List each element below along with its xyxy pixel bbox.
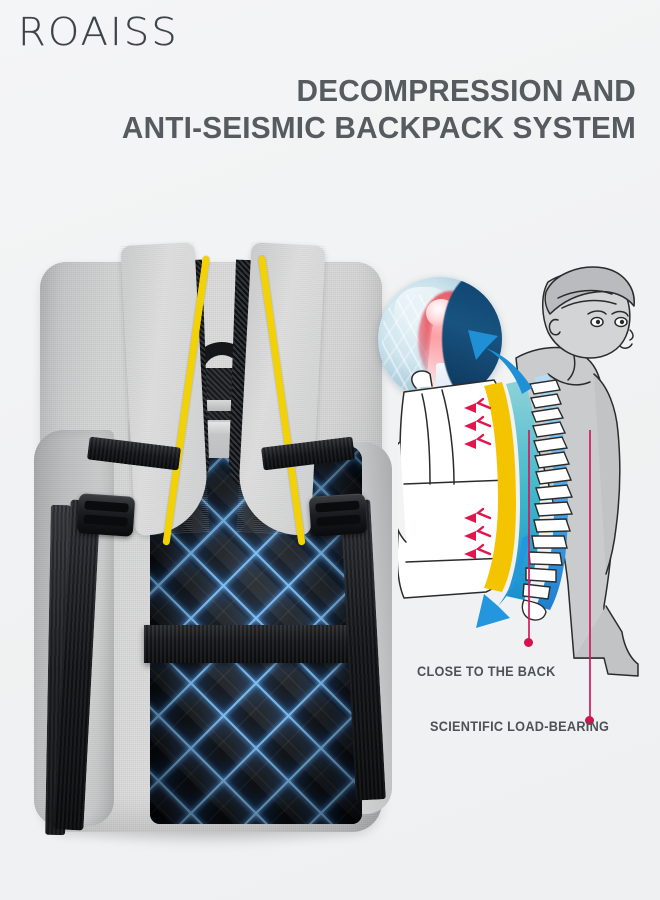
pack-side-pocket	[398, 441, 407, 543]
strap-buckle-left	[76, 493, 136, 537]
arm-outline	[593, 373, 621, 575]
pupil-right	[619, 319, 625, 325]
callout-leader-line-1	[528, 430, 530, 642]
page-title: DECOMPRESSION AND ANTI-SEISMIC BACKPACK …	[60, 72, 636, 146]
backpack-product-image	[32, 242, 392, 860]
handle-base-strip	[178, 400, 266, 411]
mouth-shape	[619, 343, 633, 349]
brow-left	[587, 310, 607, 315]
airflow-arrow-heads	[464, 403, 476, 559]
nose-shape	[629, 329, 634, 341]
backpack-lumbar-band	[144, 625, 368, 663]
callout-label-close-to-the-back: CLOSE TO THE BACK	[417, 664, 556, 679]
page-title-line-2: ANTI-SEISMIC BACKPACK SYSTEM	[121, 110, 637, 145]
callout-leader-line-2	[589, 430, 591, 721]
pack-seam-2	[441, 389, 455, 485]
neck-line	[567, 355, 576, 381]
pack-seam-1	[421, 393, 431, 485]
hair-line-1	[557, 289, 613, 299]
downward-force-arrow	[476, 534, 530, 628]
teal-cushion-layer	[506, 380, 540, 600]
leg-outline	[573, 605, 639, 677]
callout-marker-1	[524, 638, 533, 647]
pack-top-loop	[411, 370, 433, 389]
callout-marker-2	[585, 716, 594, 725]
ear-shape	[548, 318, 561, 336]
spine-support-illustration	[398, 266, 639, 677]
page-title-line-1: DECOMPRESSION AND	[296, 73, 636, 108]
hair-line-2	[561, 299, 617, 309]
pack-divider-line	[403, 479, 509, 485]
callout-label-scientific-load-bearing: SCIENTIFIC LOAD-BEARING	[430, 719, 610, 734]
shoulder-strap-left	[120, 242, 210, 536]
spine-support-diagram	[398, 262, 660, 682]
upward-force-arrow	[468, 330, 532, 394]
strap-buckle-right	[308, 493, 368, 537]
brow-right	[611, 310, 629, 317]
pupil-left	[595, 319, 601, 325]
vertebrae-stack	[521, 379, 574, 621]
brand-logo: ROAISS	[18, 10, 179, 54]
collar-line	[547, 373, 591, 386]
pack-bottom-seam	[405, 557, 509, 563]
yellow-cushion-layer	[484, 382, 516, 592]
airflow-arrows	[475, 397, 492, 556]
